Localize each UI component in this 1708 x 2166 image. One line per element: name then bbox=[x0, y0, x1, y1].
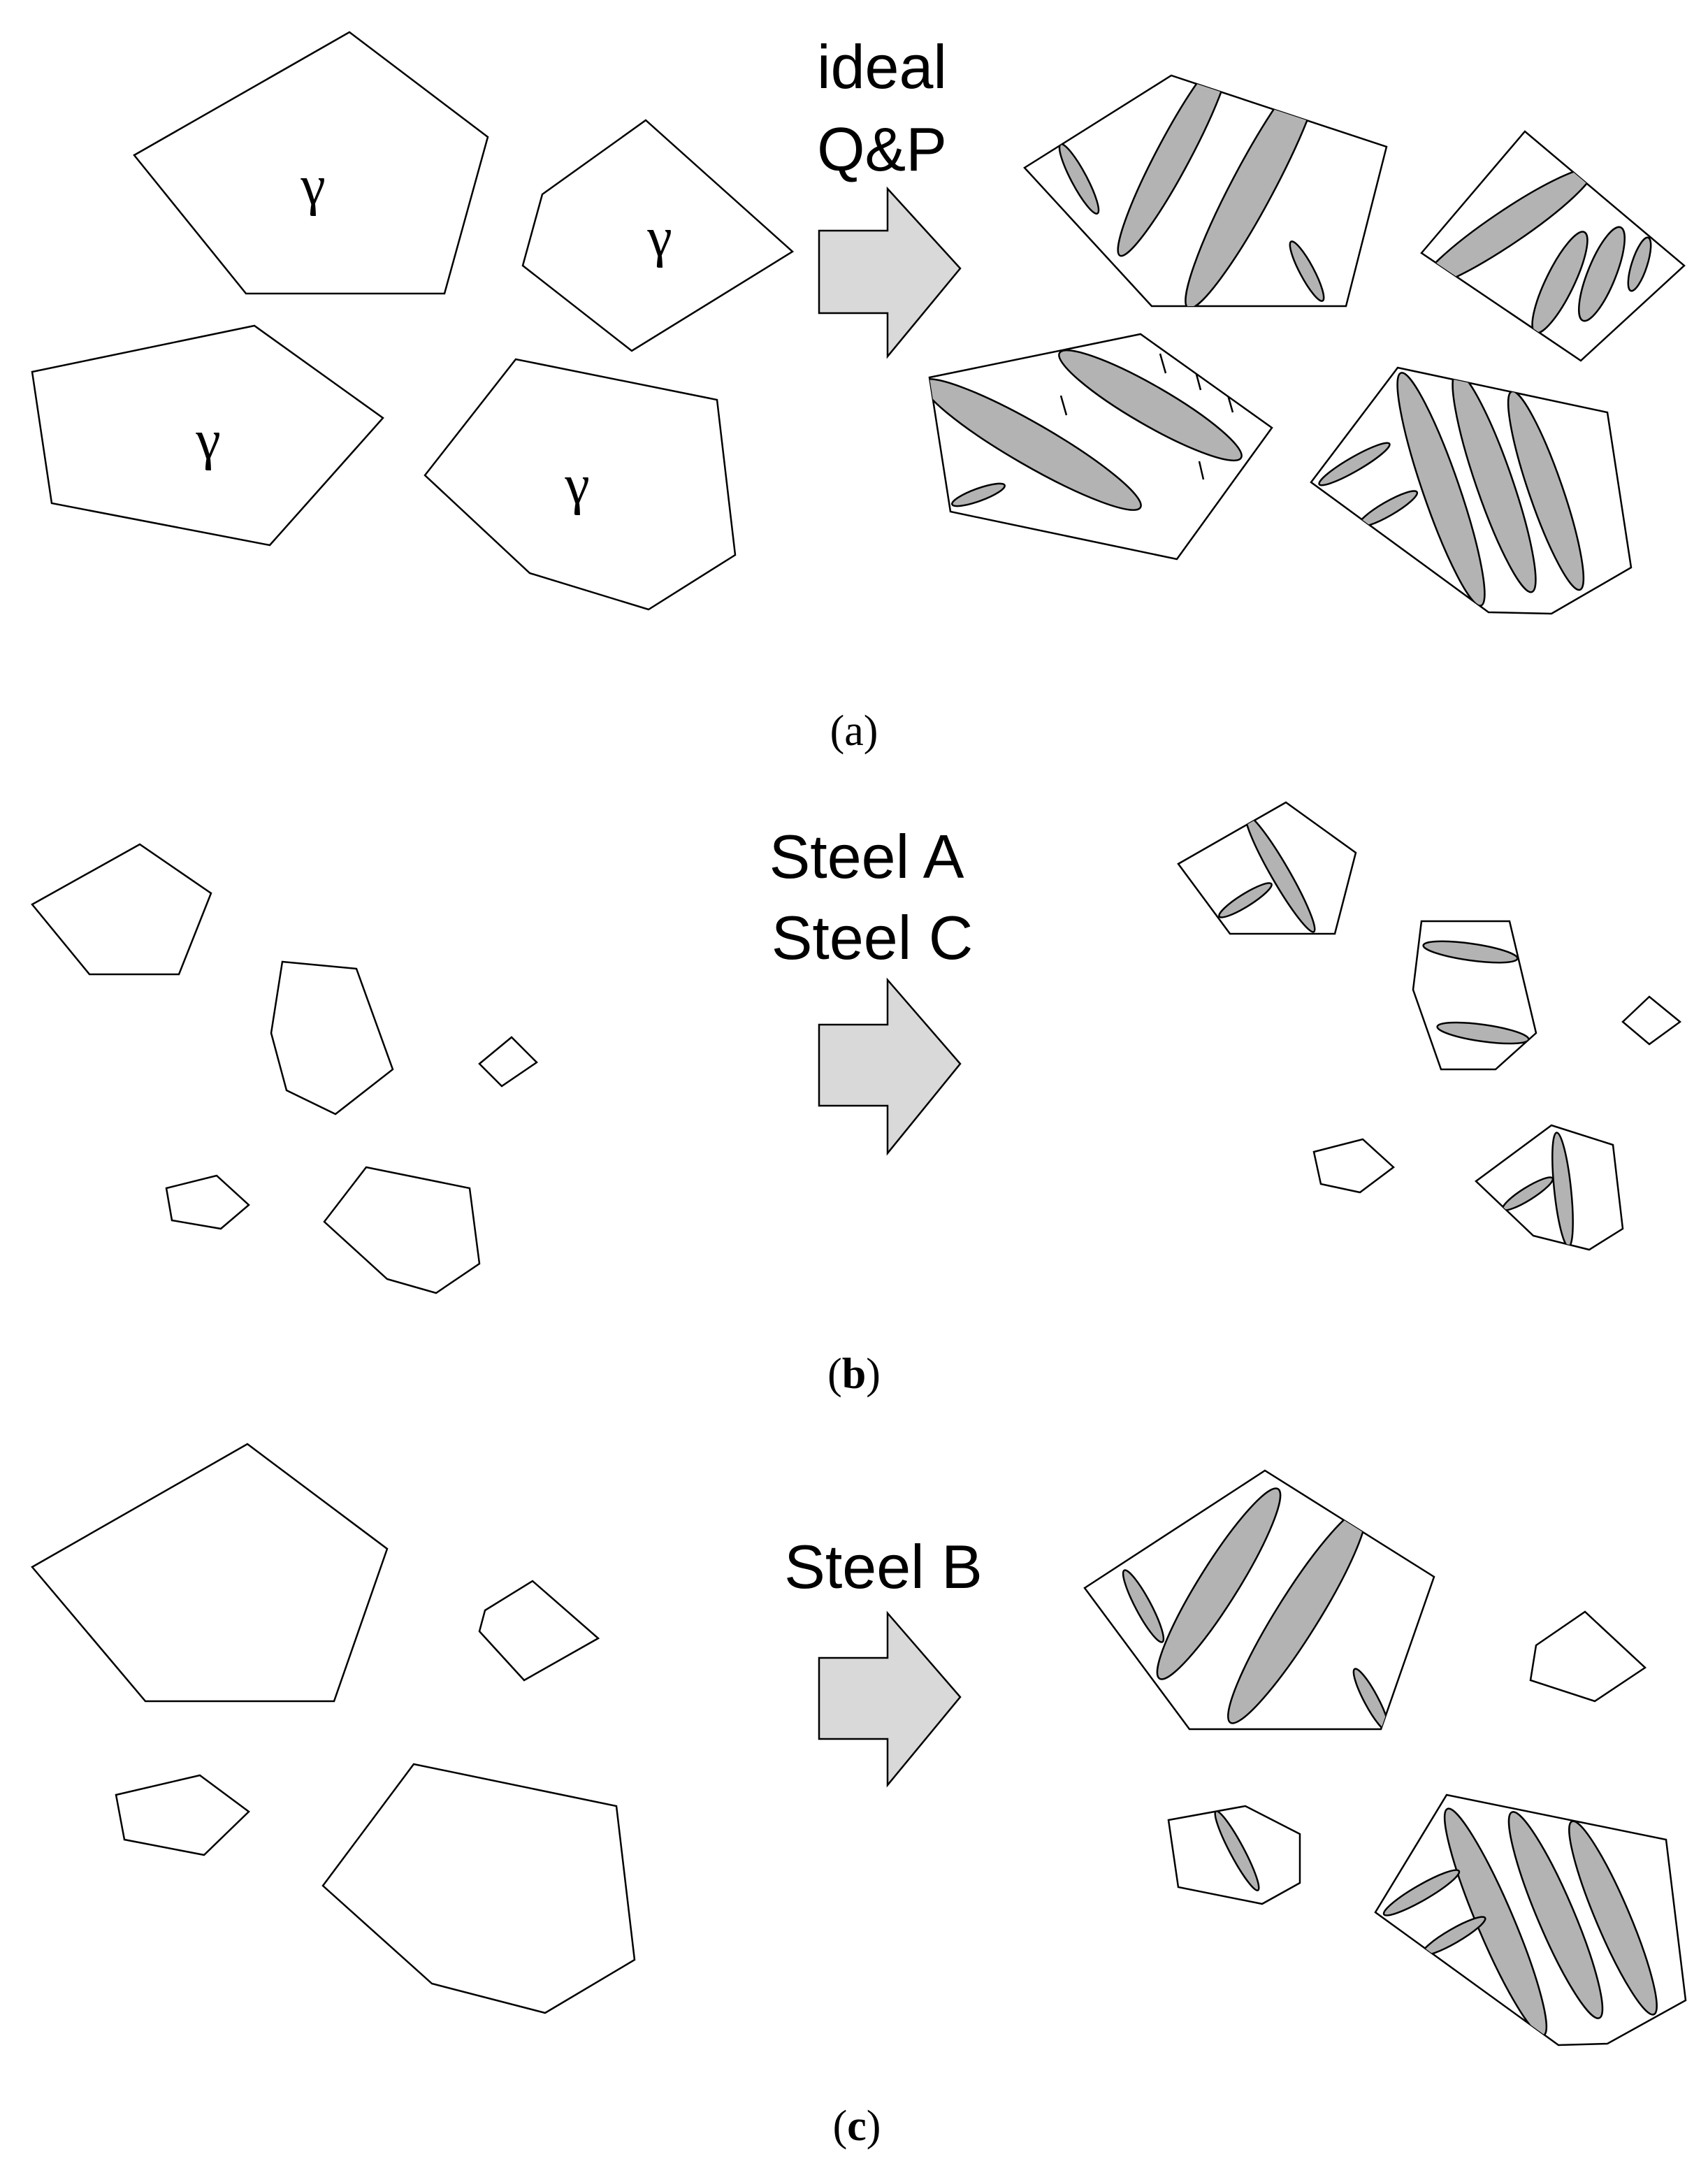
martensite-lath bbox=[1117, 75, 1231, 257]
arrow-label: Q&P bbox=[817, 115, 947, 184]
arrow-label: Steel C bbox=[772, 903, 974, 972]
austenite-grain bbox=[424, 358, 737, 611]
martensite-lath bbox=[1382, 1869, 1461, 1916]
lath-boundary bbox=[1159, 353, 1167, 374]
austenite-grain bbox=[133, 31, 489, 295]
austenite-grain bbox=[1529, 1610, 1647, 1703]
austenite-grains-before: γ γ γ γ bbox=[31, 31, 795, 611]
austenite-grain bbox=[323, 1166, 481, 1294]
arrow-label: Steel A bbox=[769, 822, 964, 891]
gamma-label: γ bbox=[195, 410, 220, 471]
martensite-lath bbox=[1218, 882, 1273, 918]
grain-outline bbox=[1310, 366, 1633, 615]
martensite-lath bbox=[1422, 940, 1519, 964]
austenite-grain bbox=[1621, 995, 1682, 1046]
transformed-grain bbox=[1475, 1124, 1624, 1251]
martensite-lath bbox=[1058, 349, 1243, 462]
martensite-lath bbox=[1318, 442, 1391, 486]
gamma-label: γ bbox=[646, 207, 672, 268]
transformed-grain bbox=[1167, 1805, 1301, 1905]
martensite-lath bbox=[1578, 226, 1626, 322]
austenite-grain bbox=[115, 1774, 250, 1856]
gamma-label: γ bbox=[564, 454, 589, 516]
martensite-lath bbox=[1122, 1569, 1165, 1643]
martensite-lath bbox=[1352, 1668, 1390, 1729]
martensite-lath bbox=[1289, 240, 1325, 302]
grains-after-ideal-qp bbox=[928, 74, 1686, 615]
panel-c-caption: (c) bbox=[833, 2102, 881, 2150]
austenite-grain bbox=[478, 1036, 538, 1088]
martensite-lath bbox=[1507, 1811, 1604, 2019]
panel-a: γ γ γ γ ideal Q&P bbox=[31, 31, 1686, 755]
transformed-grain bbox=[1083, 1469, 1435, 1731]
austenite-grains-before bbox=[31, 843, 538, 1294]
arrow-label: Steel B bbox=[784, 1532, 983, 1601]
martensite-lath bbox=[1627, 236, 1652, 292]
martensite-lath bbox=[1568, 1820, 1658, 2016]
austenite-grains-before bbox=[31, 1443, 636, 2014]
transformed-grain bbox=[928, 333, 1273, 561]
austenite-grain bbox=[31, 324, 384, 547]
austenite-grain bbox=[31, 843, 212, 976]
martensite-lath bbox=[1156, 1487, 1282, 1680]
grain-outline bbox=[1420, 130, 1686, 362]
process-arrow-b: Steel A Steel C bbox=[769, 822, 974, 1156]
panel-b: Steel A Steel C bbox=[31, 801, 1682, 1398]
martensite-lath bbox=[1185, 75, 1323, 306]
arrow-label: ideal bbox=[817, 32, 947, 101]
grains-after bbox=[1083, 1469, 1687, 2046]
lath-boundary bbox=[1059, 395, 1068, 416]
austenite-grain bbox=[1312, 1138, 1395, 1194]
transformed-grain bbox=[1023, 74, 1388, 308]
transformed-grain bbox=[1374, 1793, 1687, 2046]
austenite-grain bbox=[31, 1443, 389, 1703]
transformed-grain bbox=[1177, 801, 1357, 935]
grain-outline bbox=[928, 333, 1273, 561]
process-arrow-c: Steel B bbox=[784, 1532, 983, 1788]
gamma-label: γ bbox=[300, 155, 325, 217]
austenite-grain bbox=[478, 1580, 600, 1682]
transformed-grain bbox=[1412, 920, 1537, 1071]
process-arrow bbox=[818, 186, 962, 359]
austenite-grain bbox=[521, 119, 795, 352]
process-arrow bbox=[818, 977, 962, 1156]
transformed-grain bbox=[1420, 130, 1686, 362]
martensite-lath bbox=[1396, 372, 1486, 607]
lath-boundary bbox=[1198, 461, 1205, 480]
martensite-lath bbox=[929, 378, 1142, 511]
austenite-grain bbox=[270, 960, 394, 1116]
transformed-grain bbox=[1310, 366, 1633, 615]
austenite-grain bbox=[165, 1174, 250, 1230]
panel-c: Steel B bbox=[31, 1443, 1687, 2150]
process-arrow-a: ideal Q&P bbox=[817, 32, 962, 359]
panel-a-caption: (a) bbox=[830, 707, 878, 755]
process-arrow bbox=[818, 1610, 962, 1788]
martensite-lath bbox=[951, 482, 1006, 507]
martensite-lath bbox=[1436, 1021, 1530, 1045]
grain-outline bbox=[1475, 1124, 1624, 1251]
austenite-grain bbox=[321, 1763, 636, 2014]
panel-b-caption: (b) bbox=[827, 1350, 881, 1398]
grains-after bbox=[1177, 801, 1682, 1251]
